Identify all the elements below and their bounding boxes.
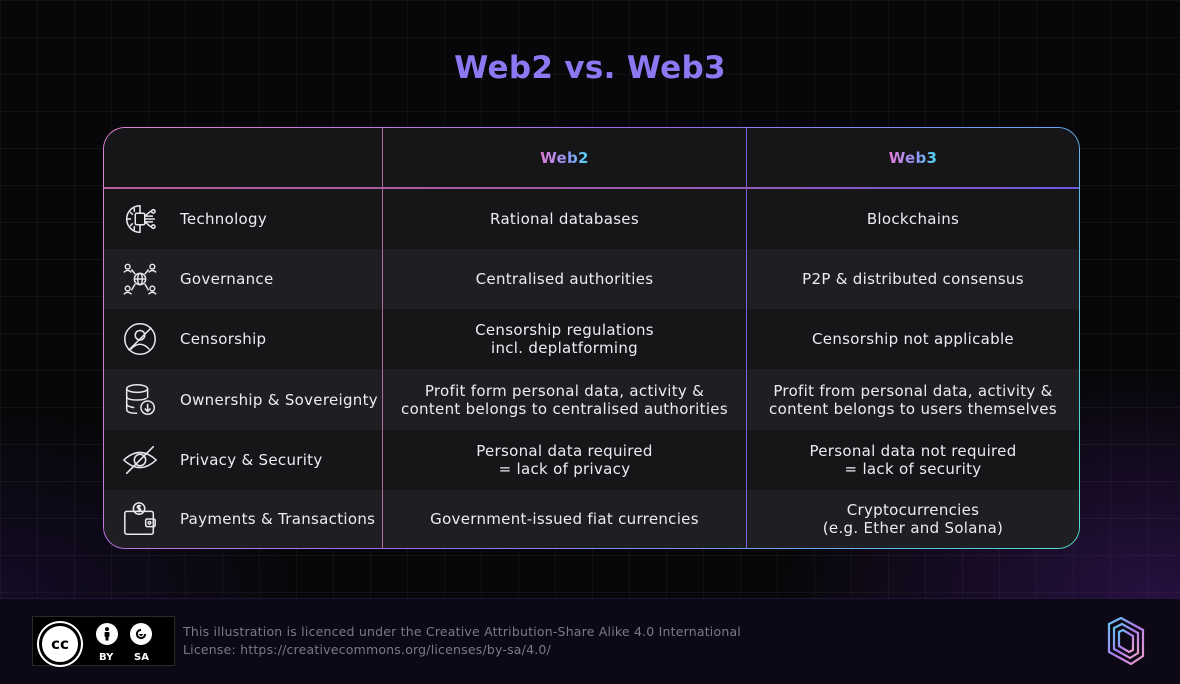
table-row: Governance Centralised authorities P2P &… bbox=[104, 249, 1079, 309]
database-ownership-icon bbox=[120, 380, 160, 420]
license-line-2[interactable]: License: https://creativecommons.org/lic… bbox=[183, 642, 551, 657]
web2-cell: Centralised authorities bbox=[382, 249, 746, 309]
wallet-icon bbox=[120, 499, 160, 539]
row-label-cell: Privacy & Security bbox=[104, 430, 382, 490]
row-label-cell: Governance bbox=[104, 249, 382, 309]
web3-cell-text: Profit from personal data, activity & co… bbox=[769, 381, 1057, 418]
web2-cell-text: Profit form personal data, activity & co… bbox=[401, 381, 728, 418]
web3-cell-text: Personal data not required = lack of sec… bbox=[809, 442, 1017, 478]
web3-cell: Cryptocurrencies (e.g. Ether and Solana) bbox=[746, 490, 1079, 548]
page-title: Web2 vs. Web3 bbox=[454, 50, 726, 86]
table-row: Censorship Censorship regulations incl. … bbox=[104, 309, 1079, 369]
web2-cell: Personal data required = lack of privacy bbox=[382, 430, 746, 490]
column-header-web3: Web3 bbox=[746, 128, 1079, 188]
web2-cell: Censorship regulations incl. deplatformi… bbox=[382, 309, 746, 369]
table-row: Payments & Transactions Government-issue… bbox=[104, 490, 1079, 548]
header-divider bbox=[104, 187, 1079, 189]
web2-cell-text: Censorship regulations incl. deplatformi… bbox=[475, 321, 654, 357]
row-label: Privacy & Security bbox=[180, 451, 323, 469]
attribution-person-icon bbox=[96, 623, 118, 645]
web2-cell: Government-issued fiat currencies bbox=[382, 490, 746, 548]
row-label-cell: Censorship bbox=[104, 309, 382, 369]
comparison-table-body: Web2 Web3 Technology Ration bbox=[104, 128, 1079, 548]
row-label-cell: Ownership & Sovereignty bbox=[104, 369, 382, 430]
license-text: This illustration is licenced under the … bbox=[183, 623, 741, 659]
row-label-cell: Technology bbox=[104, 189, 382, 249]
row-label: Technology bbox=[180, 210, 268, 228]
column-header-web2: Web2 bbox=[382, 128, 746, 188]
cc-license-badge[interactable]: cc BY SA bbox=[32, 616, 175, 666]
row-label-cell: Payments & Transactions bbox=[104, 490, 382, 548]
web2-cell-text: Personal data required = lack of privacy bbox=[476, 442, 653, 478]
brand-logo-icon bbox=[1105, 616, 1149, 666]
header-empty-cell bbox=[104, 128, 382, 188]
web3-cell: Profit from personal data, activity & co… bbox=[746, 369, 1079, 430]
web3-cell-text: Cryptocurrencies (e.g. Ether and Solana) bbox=[822, 501, 1004, 537]
web3-cell: Blockchains bbox=[746, 189, 1079, 249]
sa-label: SA bbox=[134, 652, 149, 663]
row-label: Payments & Transactions bbox=[180, 510, 376, 528]
row-label: Ownership & Sovereignty bbox=[180, 390, 378, 409]
technology-chip-icon bbox=[120, 199, 160, 239]
row-label: Governance bbox=[180, 270, 274, 288]
table-row: Technology Rational databases Blockchain… bbox=[104, 189, 1079, 249]
eye-slash-icon bbox=[120, 440, 160, 480]
governance-network-icon bbox=[120, 259, 160, 299]
comparison-table: Web2 Web3 Technology Ration bbox=[103, 127, 1080, 549]
cc-icon: cc bbox=[39, 623, 81, 665]
table-row: Privacy & Security Personal data require… bbox=[104, 430, 1079, 490]
web3-cell: Personal data not required = lack of sec… bbox=[746, 430, 1079, 490]
footer: cc BY SA This illustration is licenced u… bbox=[0, 598, 1180, 684]
web2-cell: Profit form personal data, activity & co… bbox=[382, 369, 746, 430]
table-header-row: Web2 Web3 bbox=[104, 128, 1079, 188]
row-label: Censorship bbox=[180, 330, 267, 348]
web3-cell: Censorship not applicable bbox=[746, 309, 1079, 369]
web3-cell: P2P & distributed consensus bbox=[746, 249, 1079, 309]
web2-cell: Rational databases bbox=[382, 189, 746, 249]
license-line-1: This illustration is licenced under the … bbox=[183, 624, 741, 639]
table-row: Ownership & Sovereignty Profit form pers… bbox=[104, 369, 1079, 430]
by-label: BY bbox=[99, 652, 114, 663]
share-alike-icon bbox=[130, 623, 152, 645]
censorship-icon bbox=[120, 319, 160, 359]
